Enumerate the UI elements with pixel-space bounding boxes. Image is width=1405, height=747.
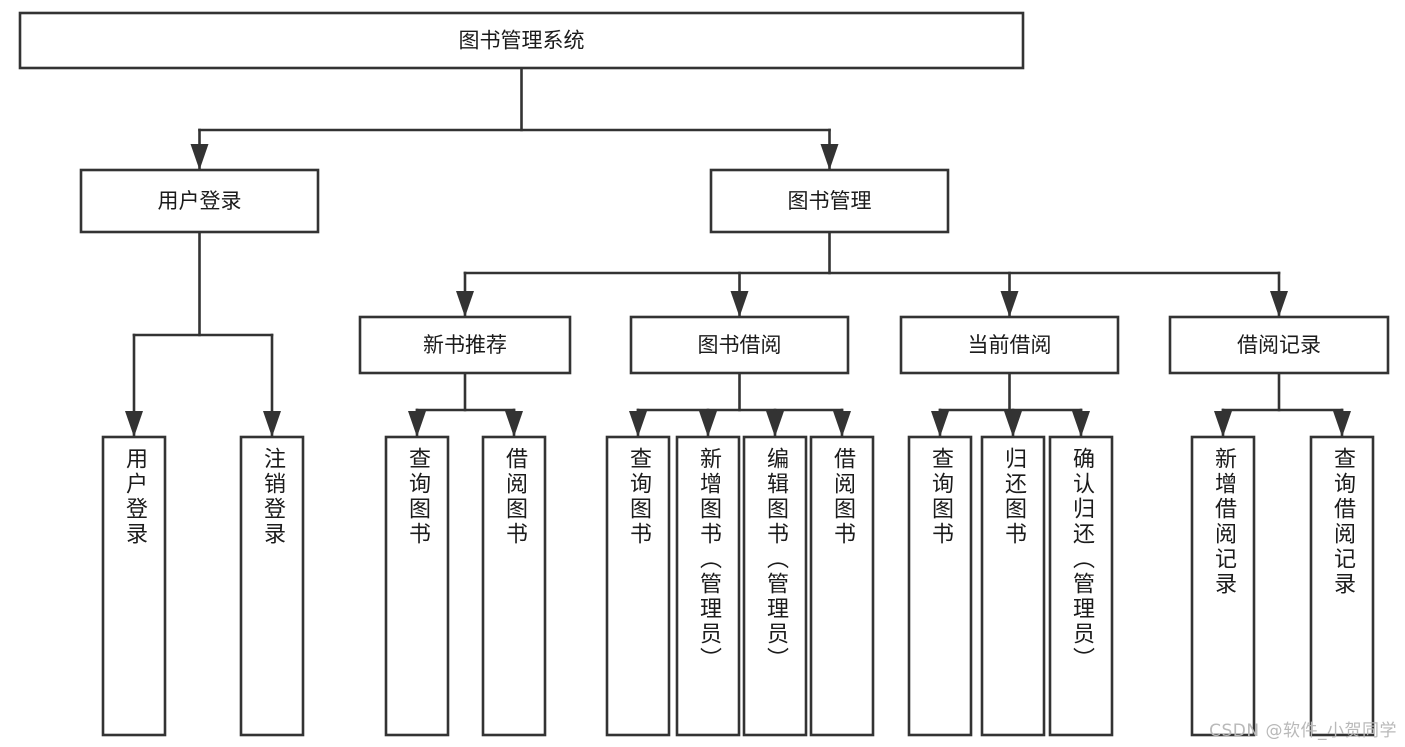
node-label-borrow-records: 借阅记录 (1237, 333, 1321, 357)
node-box-leaf-query-book-recommend[interactable] (384, 435, 450, 737)
arrow-head-icon-leaf-borrow-book (833, 411, 851, 437)
arrow-head-icon-leaf-borrow-book-recommend (505, 411, 523, 437)
arrow-head-icon-leaf-query-borrow-record (1333, 411, 1351, 437)
arrow-head-icon-leaf-query-book-recommend (408, 411, 426, 437)
node-box-leaf-query-book-borrow[interactable] (605, 435, 671, 737)
arrow-head-icon-leaf-return-book (1004, 411, 1022, 437)
node-box-current-borrow[interactable] (899, 315, 1120, 375)
node-label-new-book-recommend: 新书推荐 (423, 333, 507, 357)
arrow-head-icon-new-book-recommend (456, 291, 474, 317)
node-box-book-management[interactable] (709, 168, 950, 234)
node-label-book-borrow: 图书借阅 (698, 333, 782, 357)
node-label-root: 图书管理系统 (459, 29, 585, 53)
arrow-head-icon-leaf-confirm-return-admin (1072, 411, 1090, 437)
node-box-user-login[interactable] (79, 168, 320, 234)
node-label-book-management: 图书管理 (788, 189, 872, 213)
arrow-head-icon-book-borrow (730, 291, 749, 317)
node-box-leaf-add-book-admin[interactable] (675, 435, 741, 737)
node-box-leaf-query-borrow-record[interactable] (1309, 435, 1375, 737)
node-box-borrow-records[interactable] (1168, 315, 1390, 375)
node-box-leaf-edit-book-admin[interactable] (742, 435, 808, 737)
node-label-current-borrow: 当前借阅 (968, 333, 1052, 357)
arrow-head-icon-leaf-edit-book-admin (766, 411, 784, 437)
node-box-book-borrow[interactable] (629, 315, 850, 375)
node-box-leaf-add-borrow-record[interactable] (1190, 435, 1256, 737)
node-box-leaf-confirm-return-admin[interactable] (1048, 435, 1114, 737)
arrow-head-icon-leaf-logout (263, 411, 281, 437)
arrow-head-icon-leaf-user-login (125, 411, 143, 437)
node-label-user-login: 用户登录 (158, 189, 242, 213)
arrow-head-icon-book-management (820, 144, 839, 170)
node-box-leaf-borrow-book[interactable] (809, 435, 875, 737)
node-box-leaf-logout[interactable] (239, 435, 305, 737)
arrow-head-icon-leaf-query-book-borrow (629, 411, 647, 437)
arrow-head-icon-borrow-records (1270, 291, 1288, 317)
arrow-head-icon-leaf-add-borrow-record (1214, 411, 1232, 437)
arrow-head-icon-leaf-add-book-admin (699, 411, 717, 437)
node-box-group (18, 11, 1390, 737)
node-box-leaf-user-login[interactable] (101, 435, 167, 737)
node-box-leaf-return-book[interactable] (980, 435, 1046, 737)
arrow-head-icon-user-login (190, 144, 209, 170)
node-box-leaf-query-book-current[interactable] (907, 435, 973, 737)
watermark: CSDN @软件_小贺同学 (1209, 721, 1397, 741)
connector-group (125, 66, 1351, 439)
node-box-leaf-borrow-book-recommend[interactable] (481, 435, 547, 737)
arrow-head-icon-leaf-query-book-current (931, 411, 949, 437)
node-box-new-book-recommend[interactable] (358, 315, 572, 375)
node-box-root[interactable] (18, 11, 1025, 70)
arrow-head-icon-current-borrow (1000, 291, 1019, 317)
